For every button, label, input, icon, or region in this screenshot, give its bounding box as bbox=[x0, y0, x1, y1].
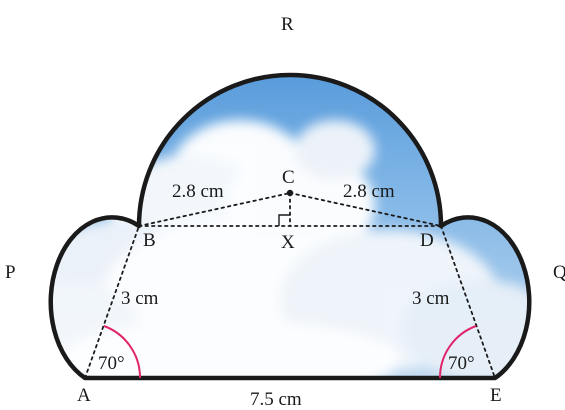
length-ae: 7.5 cm bbox=[250, 389, 302, 410]
label-e: E bbox=[490, 385, 502, 406]
line-ab bbox=[84, 225, 140, 379]
label-a: A bbox=[77, 385, 91, 406]
angle-arc-e bbox=[438, 325, 477, 379]
construction-lines bbox=[84, 192, 496, 379]
angle-arc-a bbox=[103, 325, 142, 379]
line-bc bbox=[138, 192, 291, 227]
point-c-dot bbox=[286, 189, 294, 197]
shape-outline bbox=[48, 72, 532, 381]
length-bc: 2.8 cm bbox=[172, 181, 224, 202]
label-r: R bbox=[281, 14, 294, 35]
label-p: P bbox=[5, 262, 16, 283]
label-x: X bbox=[281, 232, 295, 253]
label-b: B bbox=[143, 230, 156, 251]
label-q: Q bbox=[553, 262, 565, 283]
right-angle-marker bbox=[278, 214, 290, 226]
length-de: 3 cm bbox=[412, 288, 450, 309]
length-ab: 3 cm bbox=[121, 288, 159, 309]
line-cd bbox=[289, 192, 442, 227]
angle-label-e: 70° bbox=[448, 353, 475, 374]
length-cd: 2.8 cm bbox=[343, 181, 395, 202]
label-d: D bbox=[420, 230, 434, 251]
angle-label-a: 70° bbox=[98, 353, 125, 374]
label-c: C bbox=[282, 167, 295, 188]
line-de bbox=[440, 225, 496, 379]
